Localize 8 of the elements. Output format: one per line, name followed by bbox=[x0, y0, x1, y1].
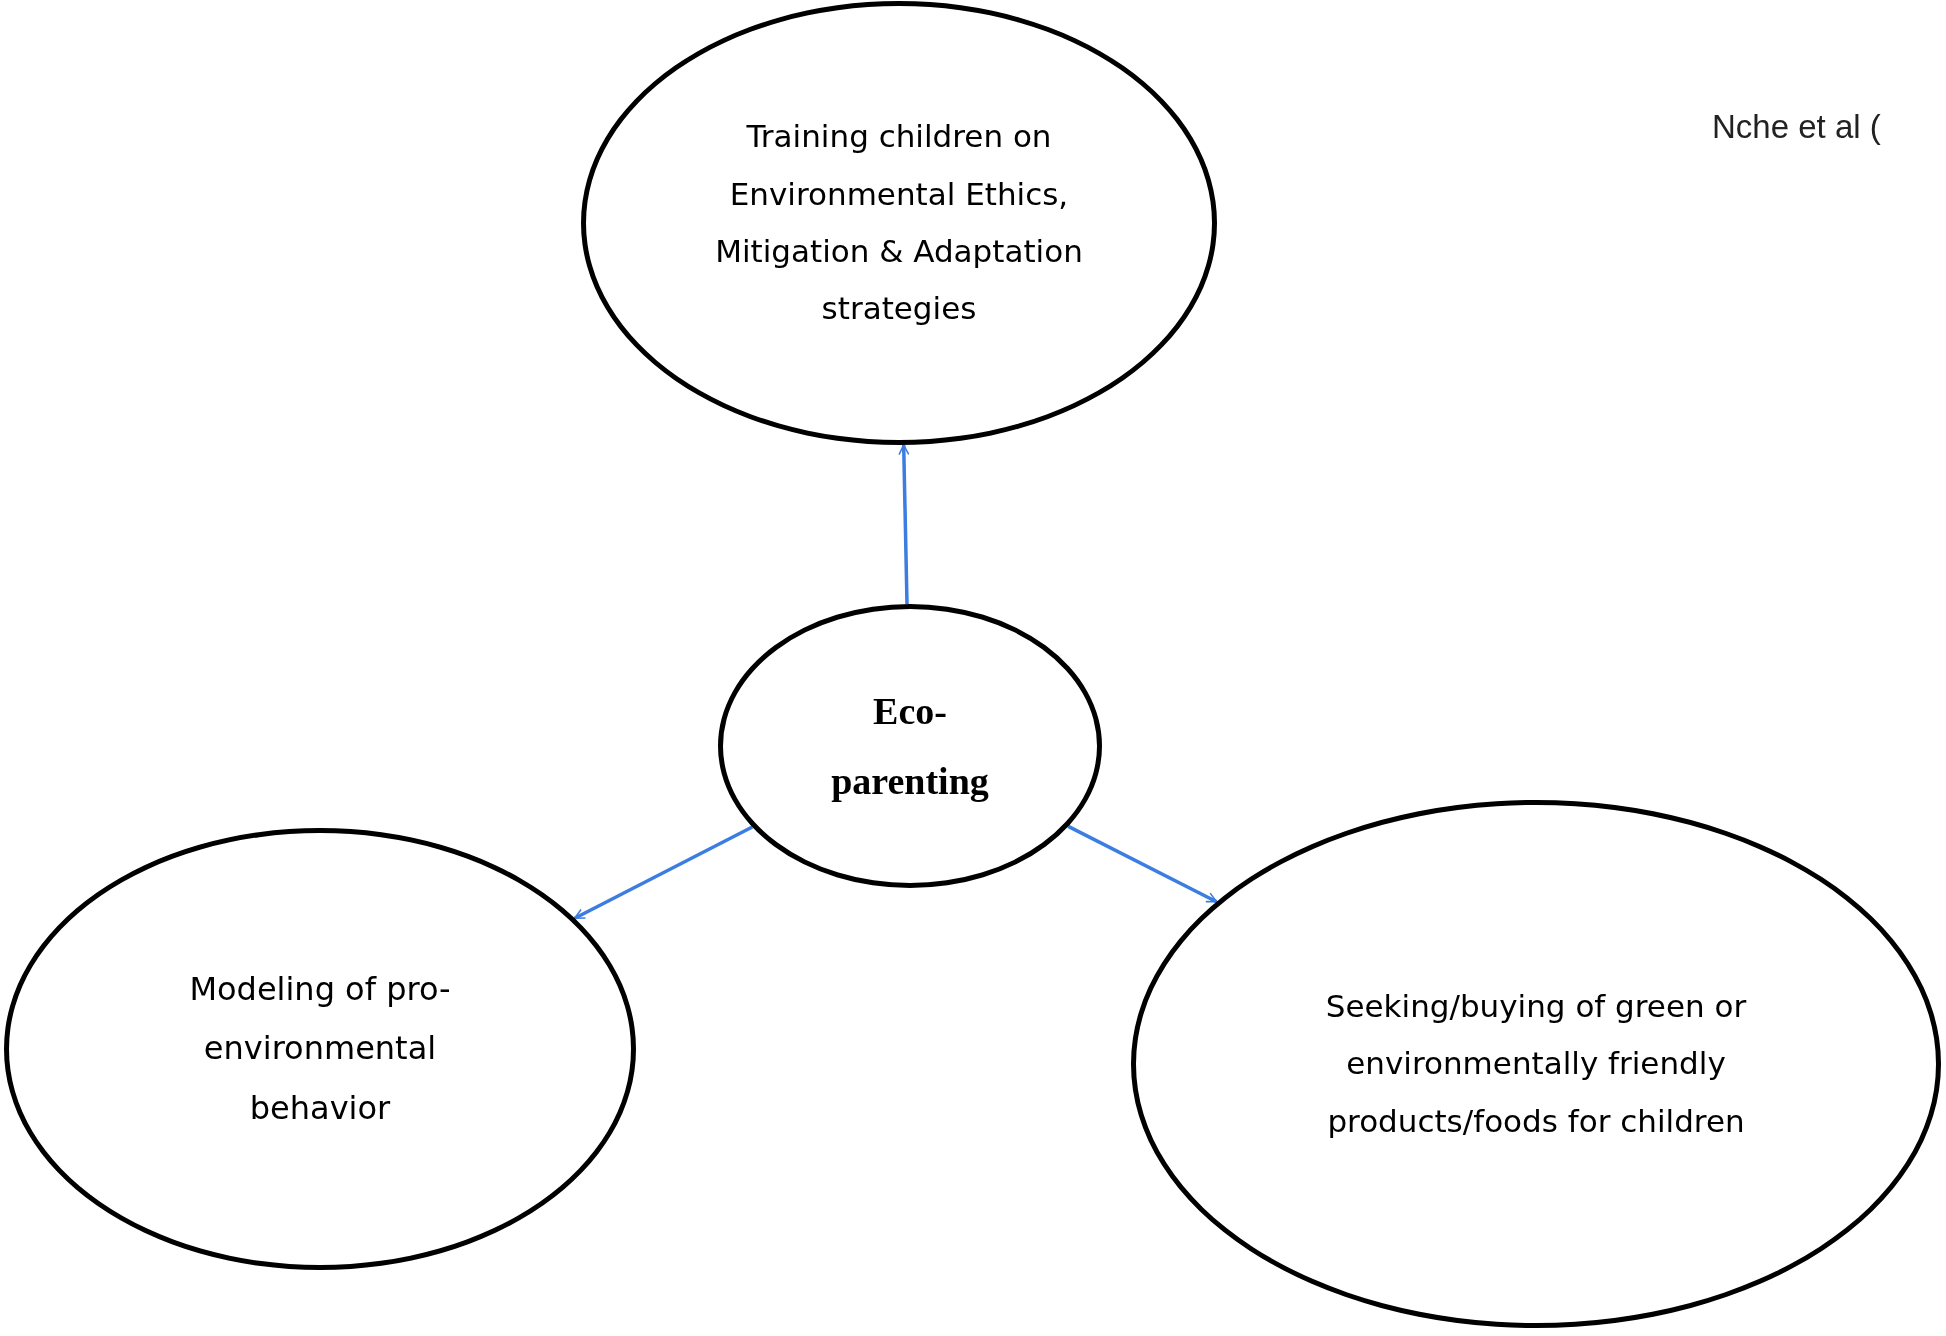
arrow bbox=[1067, 824, 1218, 904]
node-text: Seeking/buying of green or environmentally friendly products/foods for children bbox=[1324, 987, 1748, 1141]
node-text: Modeling of pro-environmental behavior bbox=[188, 969, 452, 1129]
arrow bbox=[573, 825, 754, 920]
arrow bbox=[898, 444, 910, 605]
citation-text: Nche et al ( bbox=[1712, 108, 1881, 146]
node-text: Eco-parenting bbox=[830, 688, 990, 804]
node-text: Training children on Environmental Ethics, Mitigation & Adaptation strategies bbox=[714, 117, 1084, 329]
